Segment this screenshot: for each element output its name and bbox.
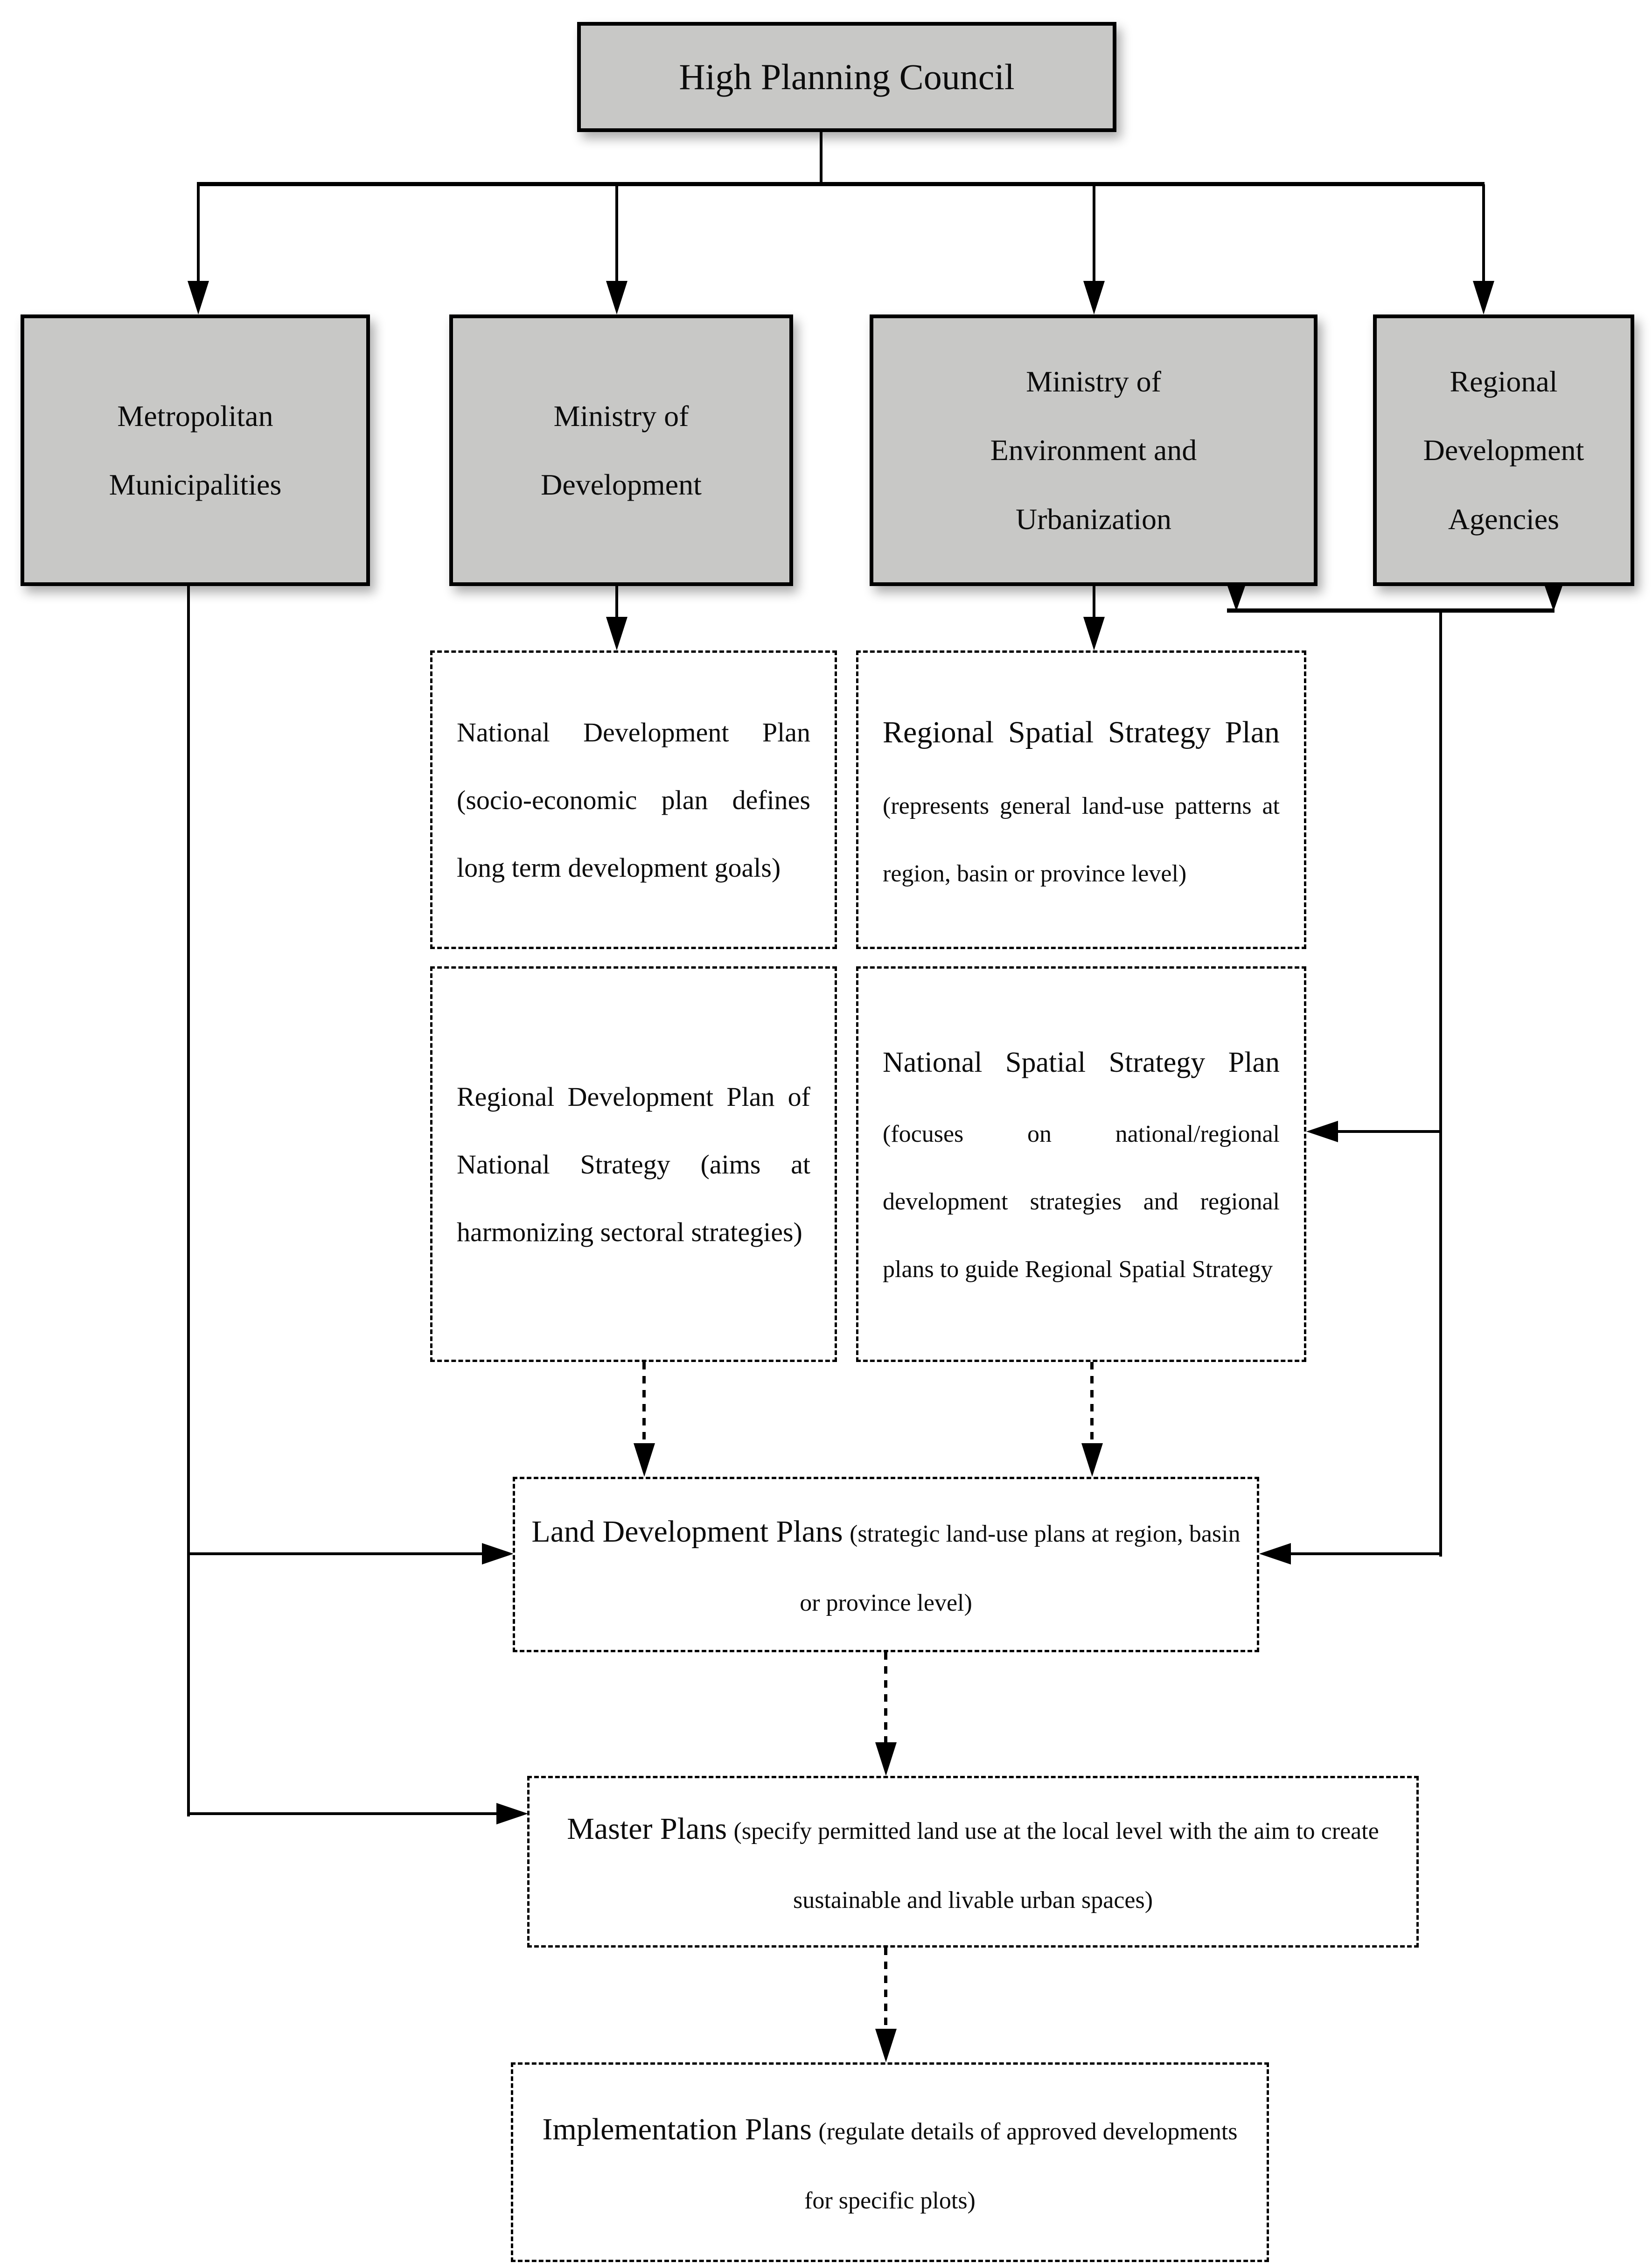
- node-description: (aims at harmonizing sectoral strategies…: [457, 1149, 811, 1247]
- node-label: Regional Development Agencies: [1423, 365, 1584, 536]
- arrowhead-bus-to-mod: [606, 281, 627, 314]
- node-implementation-plans: Implementation Plans (regulate details o…: [511, 2062, 1269, 2262]
- node-description: (strategic land-use plans at region, bas…: [800, 1521, 1241, 1616]
- node-ministry-of-environment-and-urbanization: Ministry of Environment and Urbanization: [870, 314, 1317, 586]
- node-ministry-of-development: Ministry of Development: [449, 314, 793, 586]
- node-text: Land Development Plans (strategic land-u…: [515, 1495, 1257, 1634]
- node-text: Regional Spatial Strategy Plan (represen…: [858, 694, 1304, 906]
- node-national-development-plan: National Development Plan (socio-economi…: [430, 650, 837, 949]
- arrowhead-mod-to-ndp: [606, 617, 627, 650]
- node-label: Ministry of Environment and Urbanization: [990, 365, 1197, 536]
- node-title: Land Development Plans: [531, 1515, 843, 1549]
- node-description: (regulate details of approved developmen…: [804, 2118, 1238, 2214]
- arrowhead-bus-to-rda: [1473, 281, 1494, 314]
- connector-moeu-rda-join: [1227, 608, 1554, 613]
- node-title: Master Plans: [567, 1812, 727, 1846]
- node-description: (socio-economic plan defines long term d…: [457, 784, 810, 883]
- connector-spine-to-nssp: [1334, 1130, 1441, 1133]
- connector-bus-to-met: [197, 184, 200, 282]
- connector-met-to-ldp: [187, 1552, 488, 1555]
- node-land-development-plans: Land Development Plans (strategic land-u…: [513, 1477, 1259, 1652]
- arrowhead-spine-to-nssp: [1306, 1121, 1338, 1142]
- node-title: Implementation Plans: [542, 2112, 812, 2147]
- connector-rdp-to-ldp: [642, 1362, 646, 1444]
- arrowhead-master-to-impl: [875, 2029, 897, 2062]
- node-national-spatial-strategy-plan: National Spatial Strategy Plan (focuses …: [856, 966, 1306, 1362]
- connector-bus-to-mod: [615, 184, 618, 282]
- arrowhead-bus-to-met: [188, 281, 209, 314]
- connector-hpc-stem: [820, 132, 823, 184]
- node-metropolitan-municipalities: Metropolitan Municipalities: [21, 314, 370, 586]
- node-title: Regional Development Plan of National St…: [457, 1081, 810, 1180]
- arrowhead-bus-to-moeu: [1083, 281, 1105, 314]
- node-regional-development-agencies: Regional Development Agencies: [1373, 314, 1634, 586]
- node-description: (represents general land-use patterns at…: [883, 792, 1280, 887]
- node-title: Regional Spatial Strategy Plan: [883, 715, 1280, 749]
- arrowhead-met-to-ldp: [482, 1543, 514, 1565]
- node-text: Master Plans (specify permitted land use…: [530, 1792, 1416, 1931]
- connector-ldp-to-master: [884, 1652, 887, 1743]
- arrowhead-ldp-to-master: [875, 1742, 897, 1776]
- node-description: (specify permitted land use at the local…: [733, 1818, 1379, 1914]
- node-label: Ministry of Development: [541, 399, 702, 501]
- node-description: (focuses on national/regional developmen…: [883, 1121, 1280, 1283]
- connector-spine-to-ldp: [1288, 1552, 1441, 1555]
- node-regional-development-plan-of-national-strategy: Regional Development Plan of National St…: [430, 966, 837, 1362]
- connector-mod-to-ndp: [615, 586, 618, 619]
- connector-bus-to-rda: [1482, 184, 1485, 282]
- connector-branch-bus: [197, 182, 1485, 186]
- connector-master-to-impl: [884, 1948, 887, 2030]
- arrowhead-moeu-to-rssp: [1083, 617, 1105, 650]
- arrowhead-moeu-to-join: [1227, 583, 1246, 611]
- node-title: National Development Plan: [457, 717, 810, 747]
- connector-bus-to-moeu: [1093, 184, 1095, 282]
- node-text: Regional Development Plan of National St…: [432, 1063, 835, 1266]
- node-text: Implementation Plans (regulate details o…: [513, 2093, 1267, 2232]
- connector-met-spine: [187, 586, 190, 1816]
- node-title: National Spatial Strategy Plan: [883, 1047, 1280, 1078]
- node-text: National Development Plan (socio-economi…: [432, 698, 835, 901]
- connector-right-spine: [1439, 608, 1442, 1557]
- connector-moeu-to-rssp: [1093, 586, 1095, 619]
- node-high-planning-council: High Planning Council: [577, 22, 1116, 132]
- arrowhead-nssp-to-ldp: [1081, 1443, 1103, 1477]
- connector-nssp-to-ldp: [1090, 1362, 1094, 1444]
- node-master-plans: Master Plans (specify permitted land use…: [527, 1776, 1419, 1948]
- arrowhead-rda-to-join: [1544, 583, 1563, 611]
- arrowhead-rdp-to-ldp: [634, 1443, 655, 1477]
- node-regional-spatial-strategy-plan: Regional Spatial Strategy Plan (represen…: [856, 650, 1306, 949]
- node-label: High Planning Council: [679, 56, 1015, 98]
- node-label: Metropolitan Municipalities: [109, 399, 282, 501]
- connector-met-to-master: [187, 1812, 499, 1815]
- node-text: National Spatial Strategy Plan (focuses …: [858, 1027, 1304, 1302]
- arrowhead-met-to-master: [496, 1803, 528, 1824]
- arrowhead-spine-to-ldp: [1259, 1543, 1291, 1565]
